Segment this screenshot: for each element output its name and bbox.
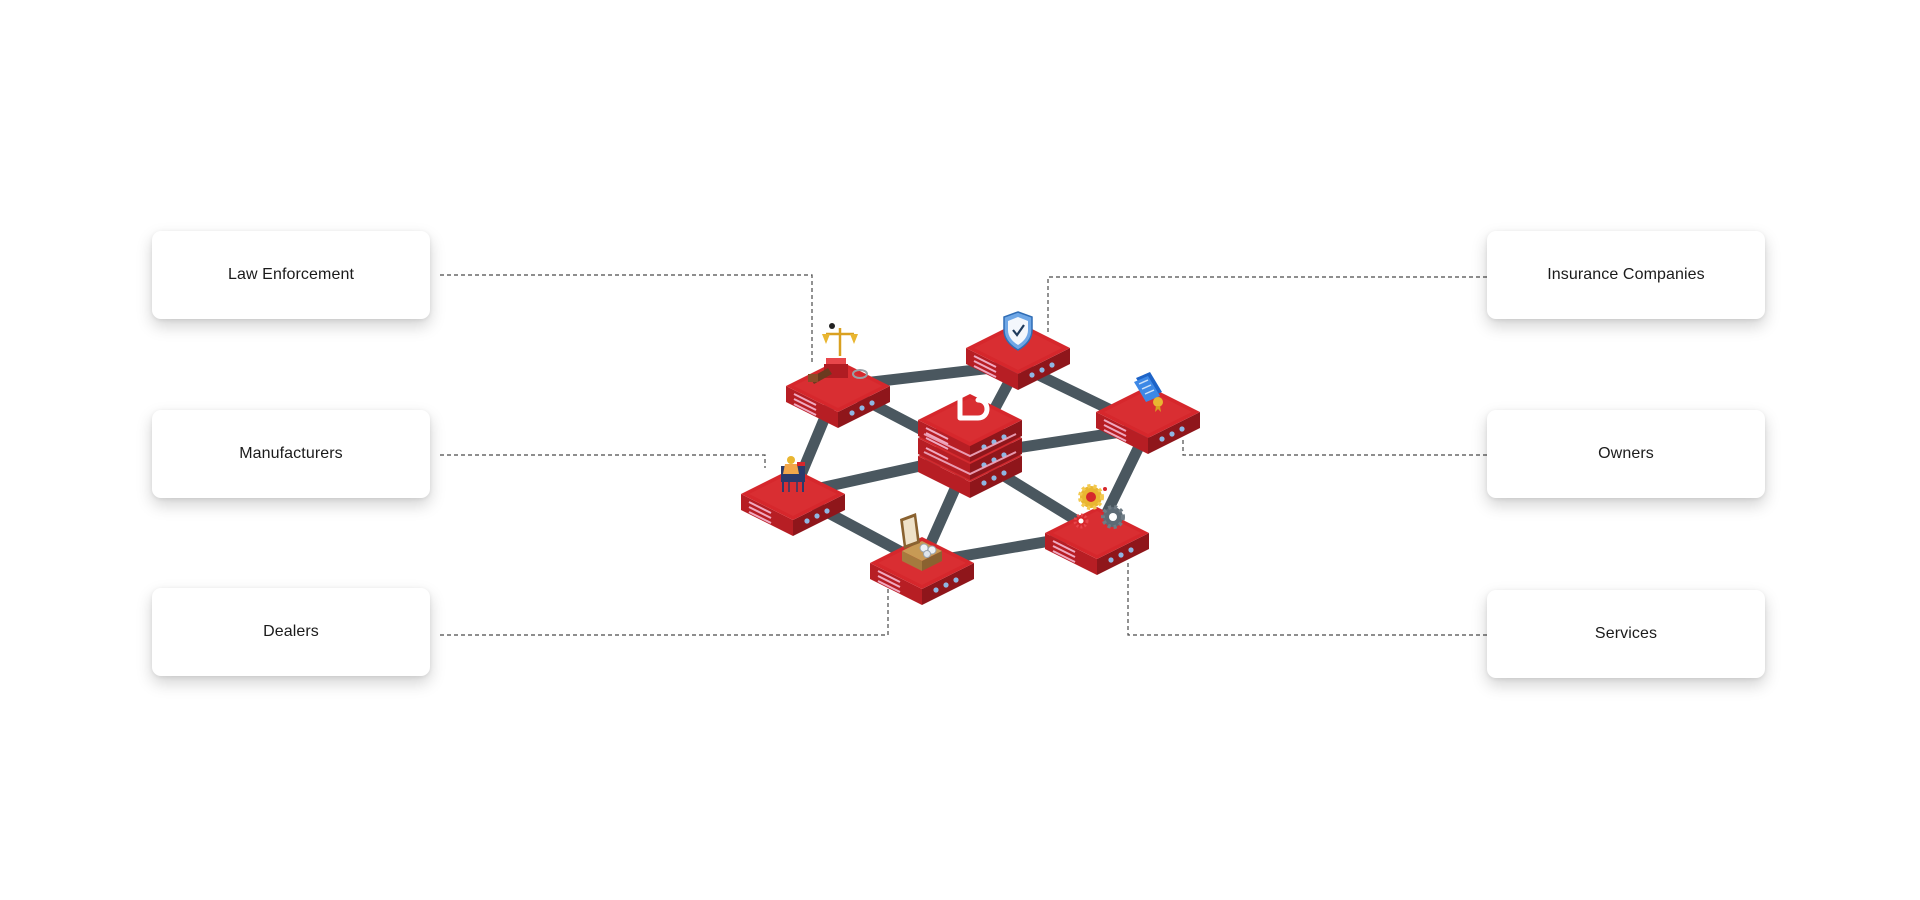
card-dealers[interactable]: Dealers: [152, 588, 430, 676]
card-label: Services: [1594, 625, 1658, 642]
node-insurance-companies: [965, 311, 1071, 391]
connector-dealers: [440, 585, 889, 636]
worker-desk-icon: [781, 456, 805, 492]
connector-owners: [1182, 440, 1487, 456]
connector-manufacturers: [440, 454, 766, 468]
scales-gavel-icon: [808, 323, 868, 384]
node-owners: [1095, 372, 1201, 455]
card-label: Owners: [1598, 445, 1654, 462]
card-label: Insurance Companies: [1547, 266, 1705, 283]
node-manufacturers: [740, 456, 846, 537]
central-hub: B: [917, 383, 1023, 498]
node-dealers: [869, 513, 975, 606]
connector-law-enforcement: [440, 274, 813, 362]
card-law-enforcement[interactable]: Law Enforcement: [152, 231, 430, 319]
connector-services: [1127, 560, 1487, 636]
blockchain-logo-icon: B: [957, 383, 990, 421]
card-insurance-companies[interactable]: Insurance Companies: [1487, 231, 1765, 319]
card-services[interactable]: Services: [1487, 590, 1765, 678]
card-owners[interactable]: Owners: [1487, 410, 1765, 498]
node-services: [1044, 484, 1150, 576]
card-manufacturers[interactable]: Manufacturers: [152, 410, 430, 498]
showcase-box-icon: [900, 513, 942, 571]
card-label: Dealers: [263, 623, 319, 640]
gears-icon: [1073, 484, 1125, 529]
card-label: Law Enforcement: [227, 266, 354, 283]
certificate-document-icon: [1134, 372, 1163, 412]
card-label: Manufacturers: [239, 445, 343, 462]
node-law-enforcement: [785, 323, 891, 429]
connector-insurance-companies: [1047, 276, 1487, 332]
shield-check-icon: [1003, 311, 1033, 351]
